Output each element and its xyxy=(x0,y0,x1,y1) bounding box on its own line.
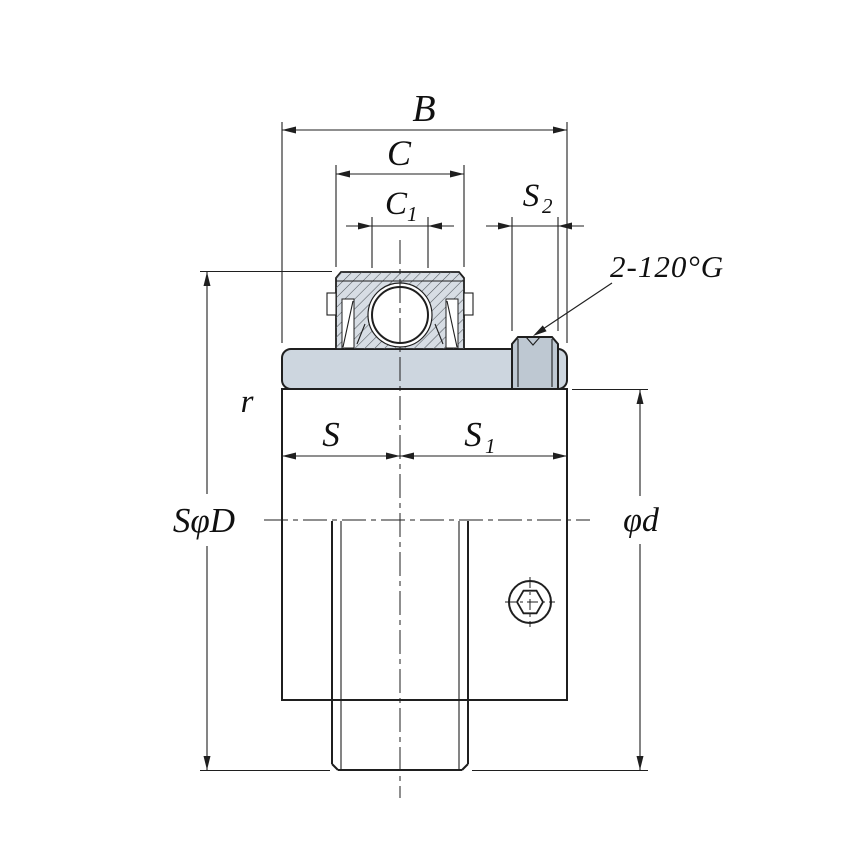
setscrew-collar xyxy=(511,336,559,390)
dim-label-S1-sub: 1 xyxy=(485,434,496,458)
label-fillet-radius: r xyxy=(241,384,254,420)
seal-lip-left xyxy=(342,300,354,348)
dim-S-S1 xyxy=(282,452,567,460)
dim-S2-arrow-left xyxy=(498,222,512,230)
seal-slinger-right xyxy=(463,292,474,316)
dim-C1-arrow-right xyxy=(428,222,442,230)
dim-B-arrow-right xyxy=(553,126,567,134)
dim-B-arrow-left xyxy=(282,126,296,134)
dim-S2-arrow-right xyxy=(558,222,572,230)
dim-label-C1-sub: 1 xyxy=(407,202,418,226)
dim-C1-arrow-left xyxy=(358,222,372,230)
seal-lip-inner-right xyxy=(434,323,444,345)
dim-label-S2-sub: 2 xyxy=(542,194,553,218)
dim-C xyxy=(335,165,465,267)
collar-countersink-notch xyxy=(525,336,541,346)
dim-S-arrow-left xyxy=(282,452,296,460)
dim-outer-diameter xyxy=(200,270,332,772)
dim-S-arrow-right xyxy=(386,452,400,460)
dim-label-outer-diameter: SφD xyxy=(173,501,235,540)
inner-ring-sleeve xyxy=(331,521,469,771)
leader-screw-spec xyxy=(533,282,613,336)
dim-C-arrow-right xyxy=(450,170,464,178)
dim-label-S1-main: S xyxy=(464,415,482,454)
sleeve-chamfer-left xyxy=(331,763,339,771)
sleeve-chamfer-right xyxy=(461,763,469,771)
seal-slinger-left xyxy=(326,292,337,316)
dim-label-S2-main: S xyxy=(523,178,540,214)
dim-B xyxy=(281,122,568,343)
hex-socket-setscrew xyxy=(505,577,555,627)
label-screw-spec: 2-120°G xyxy=(610,249,724,284)
dim-S1-arrow-right xyxy=(553,452,567,460)
seal-lip-right xyxy=(446,300,458,348)
dim-C-arrow-left xyxy=(336,170,350,178)
dimensions xyxy=(200,122,648,772)
dim-SphiD-arrow-top xyxy=(203,272,211,286)
dim-label-bore-diameter: φd xyxy=(623,502,660,539)
bearing-outline xyxy=(281,336,568,701)
leader-line xyxy=(536,282,613,334)
seal-lip-inner-left xyxy=(356,323,366,345)
centerlines xyxy=(264,240,590,798)
bearing-body xyxy=(281,388,568,701)
dim-label-C: C xyxy=(387,133,412,173)
dim-C1 xyxy=(346,217,454,268)
dim-S1-arrow-left xyxy=(400,452,414,460)
dim-S2 xyxy=(486,217,584,331)
dim-phid-arrow-bottom xyxy=(636,756,644,770)
dim-label-S: S xyxy=(322,415,340,454)
dim-SphiD-arrow-bottom xyxy=(203,756,211,770)
dimension-labels: B C C 1 S 2 2-120°G r S S 1 SφD φd xyxy=(173,88,724,540)
leader-arrow xyxy=(533,325,547,336)
dim-label-C1-main: C xyxy=(385,186,408,222)
dim-phid-arrow-top xyxy=(636,390,644,404)
dim-label-B: B xyxy=(412,88,435,130)
hex-socket-icon xyxy=(515,589,545,615)
dim-bore-diameter xyxy=(472,388,648,772)
